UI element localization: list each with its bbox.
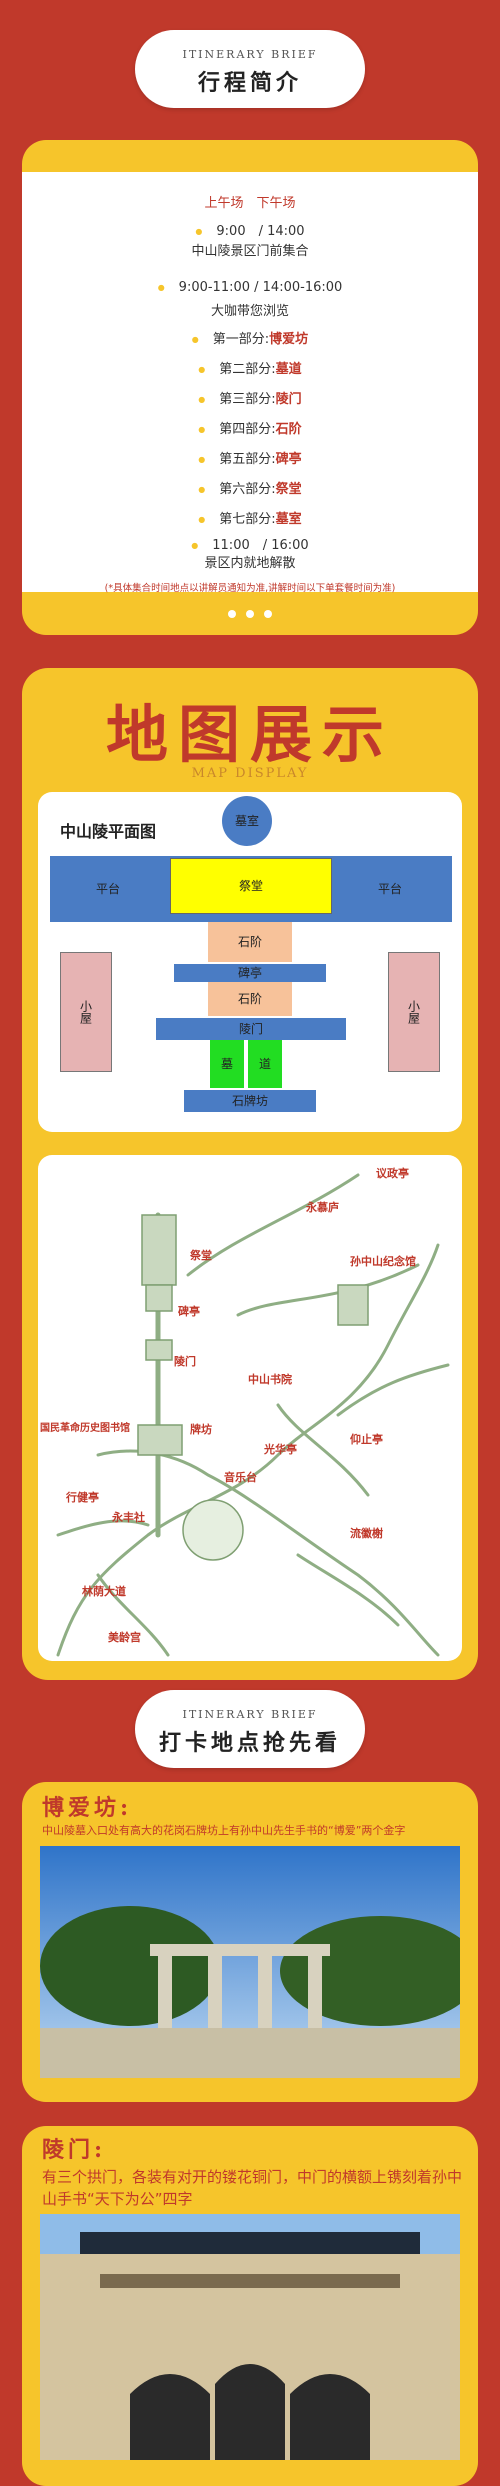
meet-time: 9:00 / 14:00 <box>22 220 478 239</box>
route-label: 美龄宫 <box>108 1631 141 1644</box>
map-subtitle: MAP DISPLAY <box>191 766 309 781</box>
route-label: 仰止亭 <box>350 1433 383 1446</box>
section-header-itinerary: ITINERARY BRIEF 行程简介 <box>135 30 365 108</box>
part-label: 第二部分: <box>219 362 276 377</box>
route-label: 林荫大道 <box>82 1585 126 1598</box>
route-map-drawing <box>56 1173 450 1657</box>
plan-platform-left: 平台 <box>50 856 166 922</box>
part-label: 第四部分: <box>219 422 276 437</box>
plan-house-right: 小屋 <box>388 952 440 1072</box>
tour-time-text: 9:00-11:00 / 14:00-16:00 <box>178 280 343 295</box>
header-en: ITINERARY BRIEF <box>182 1708 318 1721</box>
part-label: 第一部分: <box>212 332 270 347</box>
route-map: 议政亭 永慕庐 孙中山纪念馆 祭堂 碑亭 陵门 中山书院 国民革命历史图书馆 牌… <box>38 1155 462 1661</box>
spot-photo-drawing <box>40 1846 460 2078</box>
part-name: 博爱坊 <box>269 332 309 347</box>
route-label: 牌坊 <box>190 1423 212 1436</box>
route-label: 永丰社 <box>112 1511 145 1524</box>
part-name: 墓道 <box>275 362 302 377</box>
plan-pavilion: 碑亭 <box>174 964 326 982</box>
pager-dot[interactable] <box>246 610 254 618</box>
route-label: 陵门 <box>174 1355 196 1368</box>
plan-archway: 石牌坊 <box>184 1090 316 1112</box>
plan-map: 中山陵平面图 墓室 平台 平台 祭堂 石阶 碑亭 石阶 陵门 墓 道 石牌坊 小… <box>38 792 462 1132</box>
plan-tomb: 墓室 <box>222 796 272 846</box>
part-label: 第三部分: <box>219 392 276 407</box>
map-title: 地图展示 <box>105 698 394 771</box>
plan-path-b: 道 <box>248 1040 282 1088</box>
part-label: 第五部分: <box>219 452 276 467</box>
part-label: 第七部分: <box>219 512 276 527</box>
meet-time-text: 9:00 / 14:00 <box>216 224 305 239</box>
plan-platform-right: 平台 <box>328 856 452 922</box>
plan-gate: 陵门 <box>156 1018 346 1040</box>
part-label: 第六部分: <box>219 482 276 497</box>
route-label: 国民革命历史图书馆 <box>40 1423 130 1434</box>
plan-title: 中山陵平面图 <box>60 822 157 841</box>
route-label: 议政亭 <box>376 1167 409 1180</box>
route-label: 流徽榭 <box>350 1527 383 1540</box>
sessions-label: 上午场 下午场 <box>204 196 296 211</box>
part-name: 祭堂 <box>275 482 302 497</box>
tour-time: 9:00-11:00 / 14:00-16:00 <box>22 280 478 295</box>
pager-dot[interactable] <box>228 610 236 618</box>
part-6: 第六部分:祭堂 <box>22 478 478 497</box>
part-name: 碑亭 <box>275 452 302 467</box>
route-label: 行健亭 <box>66 1491 99 1504</box>
schedule-note: (*具体集合时间地点以讲解员通知为准,讲解时间以下单套餐时间为准) <box>104 583 396 594</box>
route-label: 孙中山纪念馆 <box>350 1255 416 1268</box>
part-5: 第五部分:碑亭 <box>22 448 478 467</box>
spot-photo-drawing <box>40 2214 460 2460</box>
spot-desc: 中山陵墓入口处有高大的花岗石牌坊上有孙中山先生手书的“博爱”两个金字 <box>42 1824 406 1837</box>
part-7: 第七部分:墓室 <box>22 508 478 527</box>
route-label: 祭堂 <box>190 1249 212 1262</box>
plan-stairs-1: 石阶 <box>208 922 292 962</box>
header-en: ITINERARY BRIEF <box>182 48 318 61</box>
pager-dot[interactable] <box>264 610 272 618</box>
part-name: 石阶 <box>275 422 302 437</box>
spot-photo <box>40 2214 460 2460</box>
part-name: 陵门 <box>275 392 302 407</box>
part-4: 第四部分:石阶 <box>22 418 478 437</box>
part-1: 第一部分:博爱坊 <box>22 328 478 347</box>
section-header-checkin: ITINERARY BRIEF 打卡地点抢先看 <box>135 1690 365 1768</box>
plan-path-a: 墓 <box>210 1040 244 1088</box>
route-label: 永慕庐 <box>306 1201 339 1214</box>
plan-house-left: 小屋 <box>60 952 112 1072</box>
part-3: 第三部分:陵门 <box>22 388 478 407</box>
route-label: 中山书院 <box>248 1373 292 1386</box>
part-name: 墓室 <box>275 512 302 527</box>
route-label: 音乐台 <box>224 1471 257 1484</box>
route-label: 碑亭 <box>178 1305 200 1318</box>
header-cn: 行程简介 <box>197 70 302 96</box>
spot-title: 博爱坊: <box>42 1795 133 1821</box>
end-time-text: 11:00 / 16:00 <box>212 538 309 553</box>
part-2: 第二部分:墓道 <box>22 358 478 377</box>
spot-title: 陵门: <box>42 2137 107 2163</box>
tour-desc: 大咖带您浏览 <box>210 304 289 319</box>
meet-place: 中山陵景区门前集合 <box>191 244 309 259</box>
route-label: 光华亭 <box>264 1443 297 1456</box>
header-cn: 打卡地点抢先看 <box>158 1730 341 1756</box>
plan-stairs-2: 石阶 <box>208 982 292 1016</box>
end-desc: 景区内就地解散 <box>204 556 296 571</box>
spot-desc: 有三个拱门，各装有对开的镂花铜门，中门的横额上镌刻着孙中山手书“天下为公”四字 <box>42 2168 463 2208</box>
spot-photo <box>40 1846 460 2078</box>
schedule-panel: 上午场 下午场 9:00 / 14:00 中山陵景区门前集合 9:00-11:0… <box>22 172 478 594</box>
plan-hall: 祭堂 <box>170 858 332 914</box>
end-time: 11:00 / 16:00 <box>22 534 478 553</box>
